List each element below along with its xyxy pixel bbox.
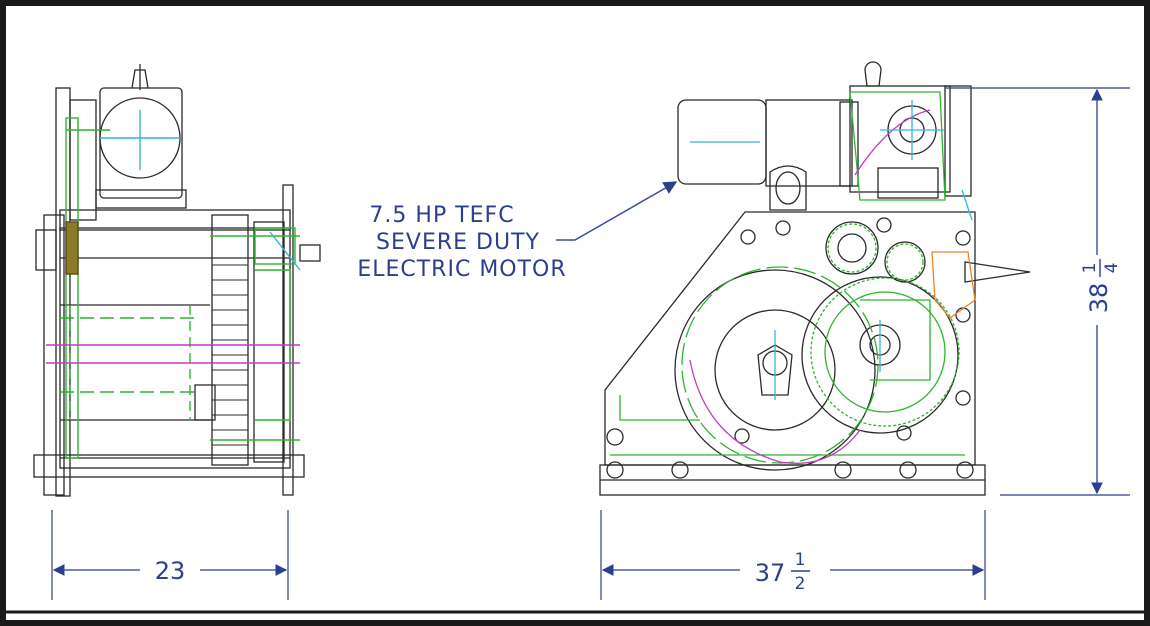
front-width-numerator: 1 (795, 550, 806, 570)
side-width-label: 23 (155, 557, 186, 585)
callout-line-2: SEVERE DUTY (376, 230, 540, 255)
callout-line-3: ELECTRIC MOTOR (357, 257, 566, 282)
side-view-overlays (46, 110, 301, 459)
side-view (33, 64, 321, 497)
height-denominator: 4 (1102, 263, 1122, 274)
callout-line-1: 7.5 HP TEFC (369, 203, 514, 228)
winch-frame-plate (604, 211, 976, 466)
front-width-denominator: 2 (795, 574, 806, 594)
front-view (599, 61, 1031, 496)
height-whole: 38 (1085, 283, 1113, 314)
front-width-dimension (600, 510, 986, 600)
height-dimension (945, 87, 1130, 496)
front-width-whole: 37 (755, 559, 786, 587)
height-numerator: 1 (1080, 263, 1100, 274)
side-width-dimension (51, 510, 289, 600)
motor-callout-leader (556, 181, 678, 241)
front-view-overlays (610, 91, 976, 464)
